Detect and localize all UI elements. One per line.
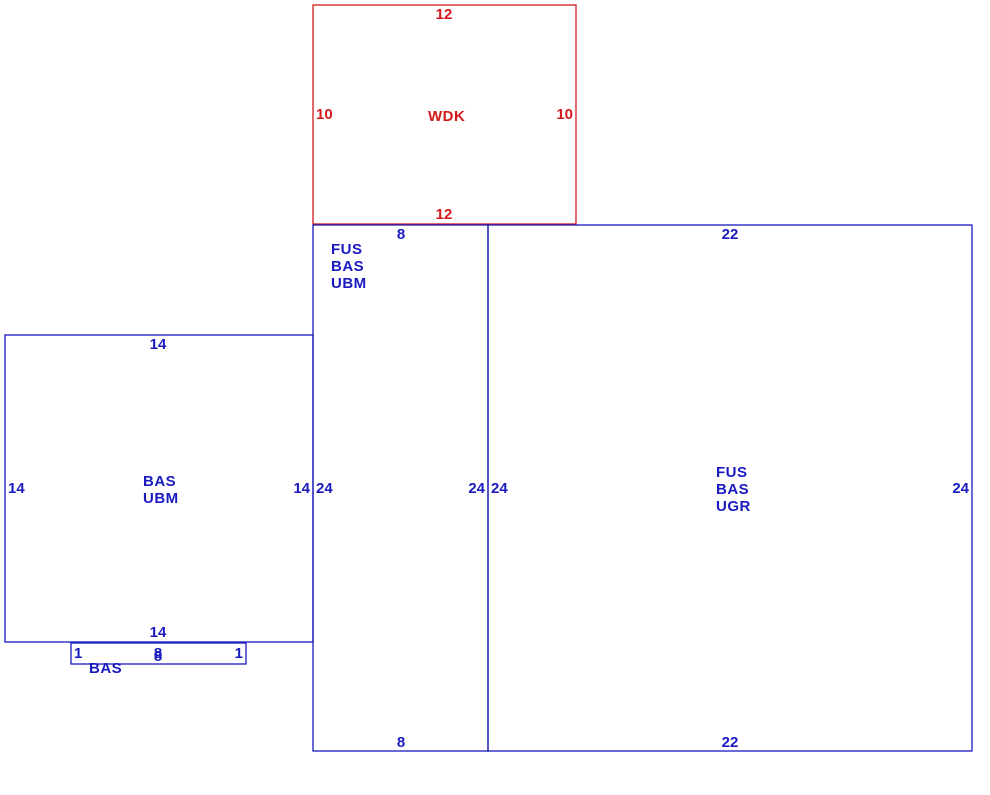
area-small-left-dimension: 1: [74, 645, 82, 662]
area-right-left-dimension: 24: [491, 480, 508, 497]
area-middle-left-dimension: 24: [316, 480, 333, 497]
area-middle-right-dimension: 24: [468, 480, 485, 497]
area-small-right-dimension: 1: [235, 645, 243, 662]
area-left: 14 14 14 14 BAS UBM: [4, 334, 314, 643]
area-small-code: BAS: [89, 660, 122, 677]
area-middle-code-1: FUS: [331, 241, 363, 258]
area-right-right-dimension: 24: [952, 480, 969, 497]
area-middle-code-3: UBM: [331, 275, 367, 292]
area-middle-code-2: BAS: [331, 258, 364, 275]
area-small-outline: [70, 642, 247, 665]
area-small-bottom-dimension: 8: [154, 648, 162, 665]
area-left-outline: [4, 334, 314, 643]
area-left-code-1: BAS: [143, 473, 176, 490]
area-middle-top-dimension: 8: [397, 226, 405, 243]
area-wdk-outline: [312, 4, 577, 225]
area-left-top-dimension: 14: [150, 336, 167, 353]
area-right-top-dimension: 22: [722, 226, 739, 243]
area-right-code-3: UGR: [716, 498, 751, 515]
area-right: 22 22 24 24 FUS BAS UGR: [487, 224, 973, 752]
area-small: 8 8 1 1 BAS: [70, 642, 247, 677]
area-wdk-bottom-dimension: 12: [436, 206, 453, 223]
area-wdk-right-dimension: 10: [556, 106, 573, 123]
area-wdk-left-dimension: 10: [316, 106, 333, 123]
area-left-right-dimension: 14: [293, 480, 310, 497]
area-wdk-code: WDK: [428, 108, 465, 125]
area-small-top-dimension: 8: [154, 645, 162, 662]
area-middle-outline: [312, 224, 489, 752]
area-right-bottom-dimension: 22: [722, 734, 739, 751]
area-middle-bottom-dimension: 8: [397, 734, 405, 751]
area-right-outline: [487, 224, 973, 752]
area-left-code-2: UBM: [143, 490, 179, 507]
area-left-left-dimension: 14: [8, 480, 25, 497]
area-wdk: 12 12 10 10 WDK: [312, 4, 577, 225]
area-wdk-top-dimension: 12: [436, 6, 453, 23]
area-right-code-1: FUS: [716, 464, 748, 481]
area-middle: 8 8 24 24 FUS BAS UBM: [312, 224, 489, 752]
area-left-bottom-dimension: 14: [150, 624, 167, 641]
area-right-code-2: BAS: [716, 481, 749, 498]
